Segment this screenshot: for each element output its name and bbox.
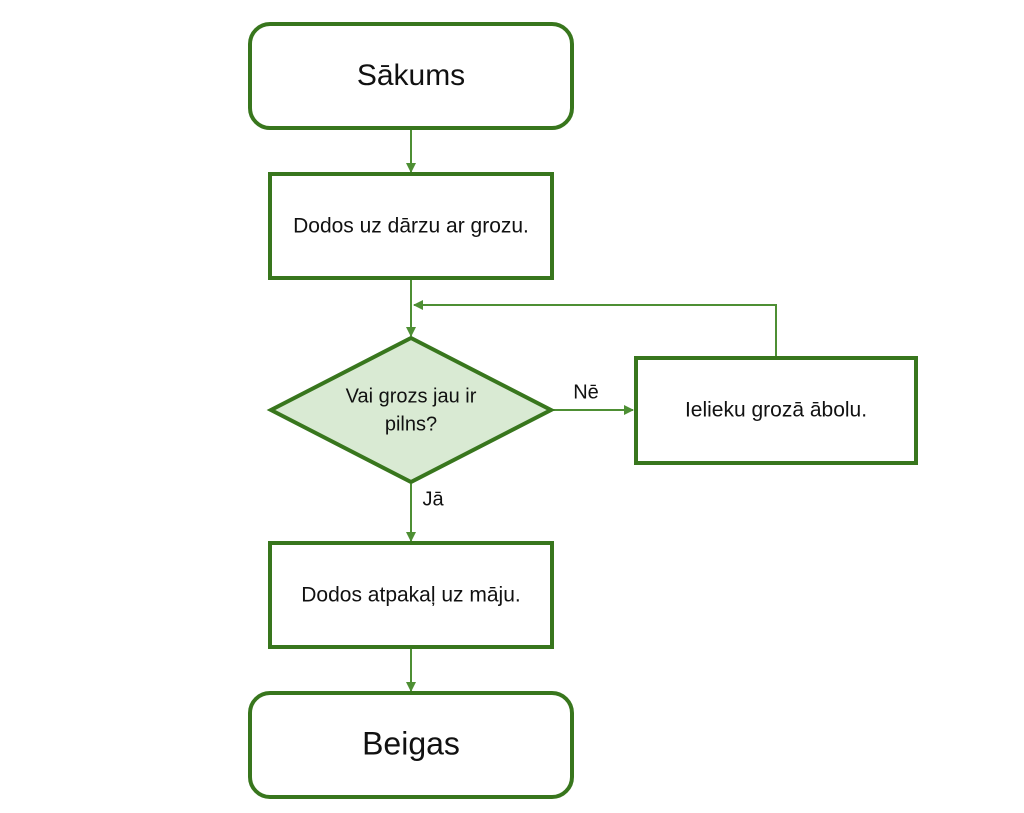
decision-label-line1: Vai grozs jau ir xyxy=(346,385,477,407)
edge-label-yes: Jā xyxy=(422,488,444,510)
edge-loop-back xyxy=(413,300,777,358)
process-go-home-label: Dodos atpakaļ uz māju. xyxy=(301,584,520,607)
edge-label-no: Nē xyxy=(573,381,599,403)
end-node-label: Beigas xyxy=(362,725,460,761)
process-go-garden-label: Dodos uz dārzu ar grozu. xyxy=(293,215,529,238)
edges xyxy=(406,129,777,692)
decision-label-line2: pilns? xyxy=(385,413,437,435)
process-go-home: Dodos atpakaļ uz māju. xyxy=(268,541,554,649)
end-node: Beigas xyxy=(248,691,574,799)
process-add-apple-label: Ielieku grozā ābolu. xyxy=(685,399,867,422)
start-node-label: Sākums xyxy=(357,59,465,92)
start-node: Sākums xyxy=(248,22,574,130)
decision-node: Vai grozs jau ir pilns? xyxy=(266,335,556,485)
process-go-garden: Dodos uz dārzu ar grozu. xyxy=(268,172,554,280)
process-add-apple: Ielieku grozā ābolu. xyxy=(634,356,918,465)
